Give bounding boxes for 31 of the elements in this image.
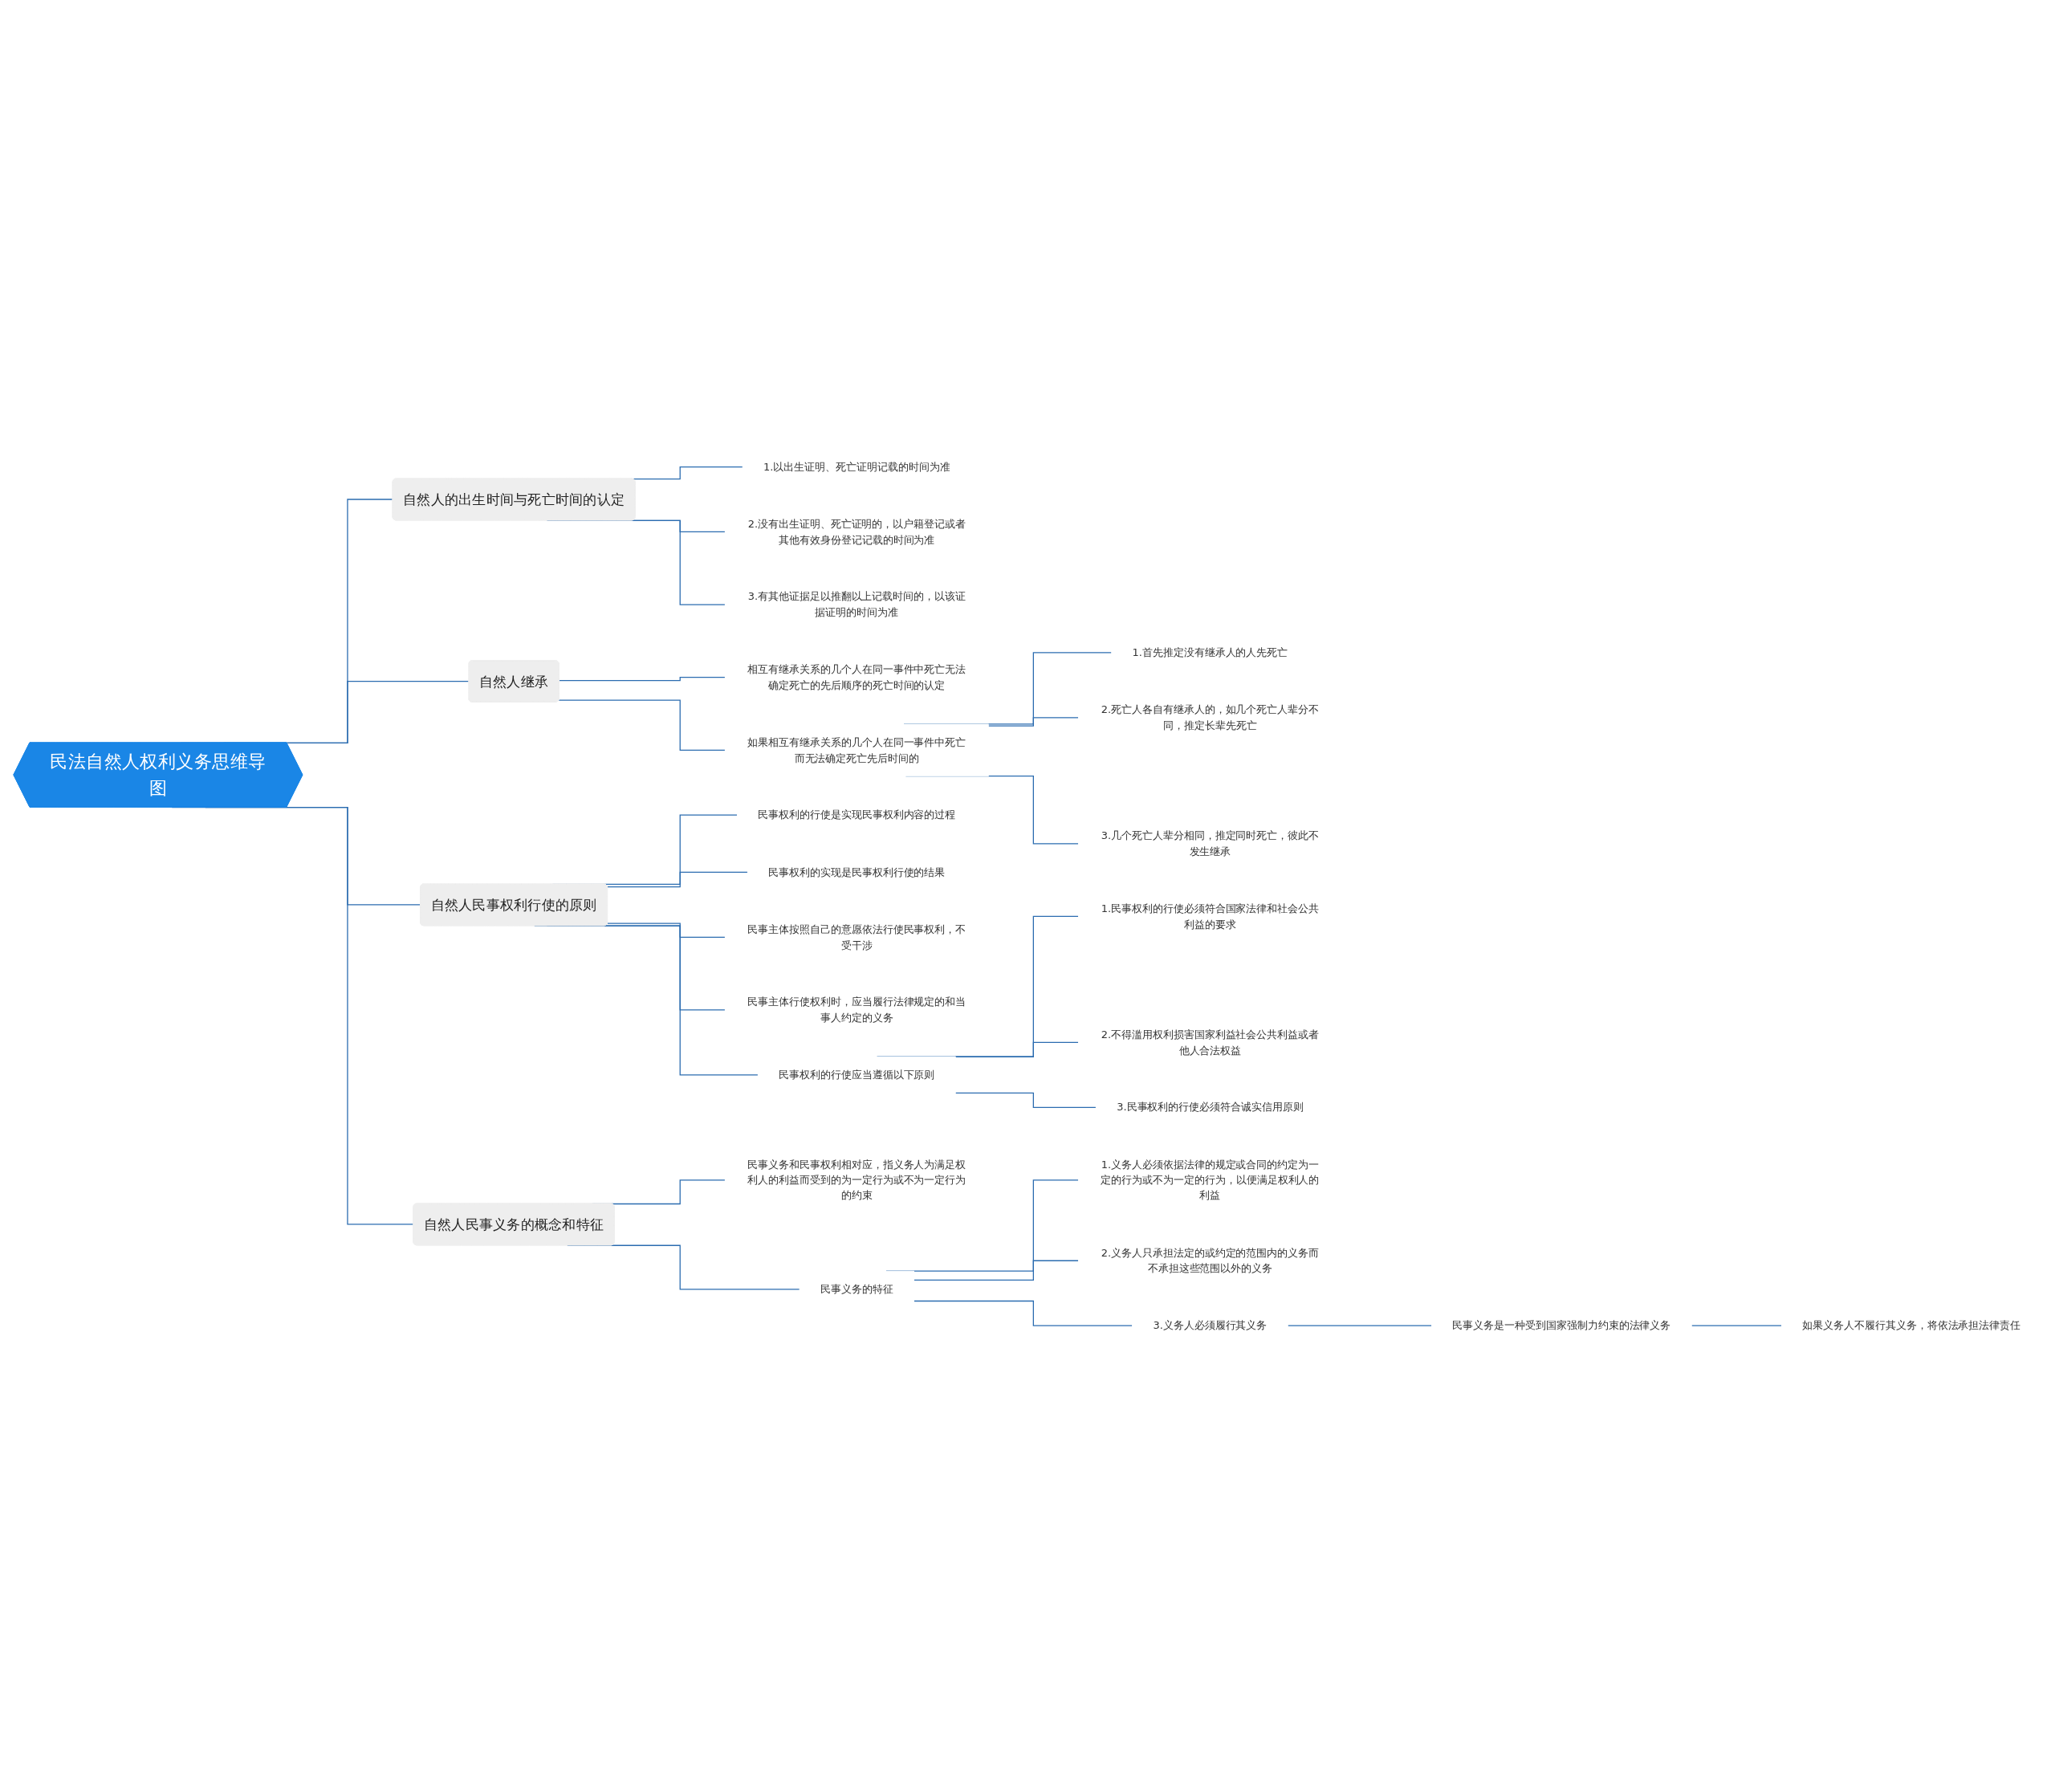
connector [913, 1260, 1080, 1281]
node-text: 3.民事权利的行使必须符合诚实信用原则 [1117, 1100, 1304, 1114]
node-text: 3.几个死亡人辈分相同，推定同时死亡，彼此不发生继承 [1101, 829, 1320, 857]
node-text: 民事权利的实现是民事权利行使的结果 [768, 865, 946, 878]
node-text: 3.义务人必须履行其义务 [1153, 1318, 1268, 1332]
node-text: 如果义务人不履行其义务，将依法承担法律责任 [1802, 1318, 2021, 1332]
connector [954, 1041, 1080, 1057]
connector [558, 699, 726, 751]
node-text: 民事义务是一种受到国家强制力约束的法律义务 [1452, 1318, 1671, 1332]
node-text: 相互有继承关系的几个人在同一事件中死亡无法确定死亡的先后顺序的死亡时间的认定 [747, 662, 966, 691]
node-text: 2.死亡人各自有继承人的，如几个死亡人辈分不同，推定长辈先死亡 [1101, 703, 1320, 731]
node-text: 2.义务人只承担法定的或约定的范围内的义务而不承担这些范围以外的义务 [1101, 1246, 1320, 1275]
connector [1287, 1325, 1433, 1326]
node-text: 2.不得滥用权利损害国家利益社会公共利益或者他人合法权益 [1101, 1028, 1320, 1057]
node-text: 民事主体按照自己的意愿依法行使民事权利，不受干涉 [747, 922, 966, 951]
node-text: 1.以出生证明、死亡证明记载的时间为准 [763, 460, 950, 473]
connector [987, 716, 1080, 727]
connector [913, 1300, 1133, 1326]
node-text: 3.有其他证据足以推翻以上记载时间的，以该证据证明的时间为准 [747, 590, 966, 618]
node-text: 1.民事权利的行使必须符合国家法律和社会公共利益的要求 [1101, 902, 1320, 931]
node-text: 2.没有出生证明、死亡证明的，以户籍登记或者其他有效身份登记记载的时间为准 [747, 517, 966, 546]
node-text: 1.首先推定没有继承人的人先死亡 [1132, 646, 1288, 659]
connector [607, 922, 726, 938]
connector [1691, 1325, 1783, 1326]
node-text: 民事权利的行使是实现民事权利内容的过程 [758, 808, 956, 821]
connector [559, 676, 726, 681]
node-text: 1.义务人必须依据法律的规定或合同的约定为一定的行为或不为一定的行为，以便满足权利人的利益 [1101, 1158, 1320, 1202]
node-text: 民事主体行使权利时，应当履行法律规定的和当事人约定的义务 [747, 995, 966, 1024]
connector [607, 871, 748, 887]
node-text: 民事义务和民事权利相对应，指义务人为满足权利人的利益而受到的为一定行为或不为一定行为的约束 [747, 1158, 966, 1202]
connector [954, 1092, 1097, 1108]
